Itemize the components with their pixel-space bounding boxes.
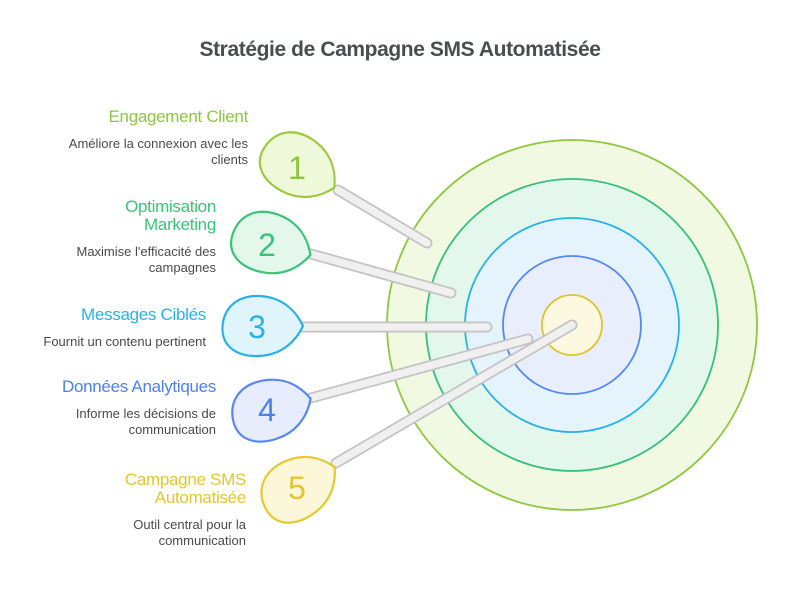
- pin-shape-2: [230, 210, 312, 275]
- item-description: Fournit un contenu pertinent: [43, 334, 206, 350]
- pointer-line-1: [332, 184, 433, 249]
- item-engagement-client: Engagement Client Améliore la connexion …: [58, 107, 249, 168]
- pin-shape-4: [231, 378, 312, 443]
- pin-shape-1: [258, 131, 336, 199]
- pin-number-1: 1: [288, 150, 306, 186]
- page-title: Stratégie de Campagne SMS Automatisée: [199, 38, 601, 61]
- item-optimisation-marketing: Optimisation Marketing Maximise l'effica…: [56, 197, 216, 276]
- pin-shape-5: [260, 455, 336, 524]
- item-description: Informe les décisions de communication: [75, 406, 216, 437]
- item-messages-cibles: Messages Ciblés Fournit un contenu perti…: [21, 305, 206, 350]
- item-campagne-sms-automatisee: Campagne SMS Automatisée Outil central p…: [96, 470, 246, 549]
- item-heading: Campagne SMS Automatisée: [124, 470, 246, 508]
- item-heading: Engagement Client: [108, 107, 249, 126]
- pointer-line-5: [330, 319, 578, 469]
- item-heading: Optimisation Marketing: [125, 197, 216, 235]
- item-description: Outil central pour la communication: [133, 517, 246, 548]
- item-description: Améliore la connexion avec les clients: [68, 136, 248, 167]
- item-donnees-analytiques: Données Analytiques Informe les décision…: [46, 377, 216, 438]
- item-heading: Données Analytiques: [61, 377, 216, 396]
- pin-number-4: 4: [258, 392, 276, 428]
- pointer-line-2: [305, 248, 457, 299]
- item-description: Maximise l'efficacité des campagnes: [76, 244, 216, 275]
- item-heading: Messages Ciblés: [81, 305, 206, 324]
- pin-number-3: 3: [248, 309, 266, 345]
- pin-number-5: 5: [288, 470, 306, 506]
- pin-number-2: 2: [258, 227, 276, 263]
- pin-shape-3: [221, 294, 305, 358]
- pointer-line-4: [305, 333, 534, 404]
